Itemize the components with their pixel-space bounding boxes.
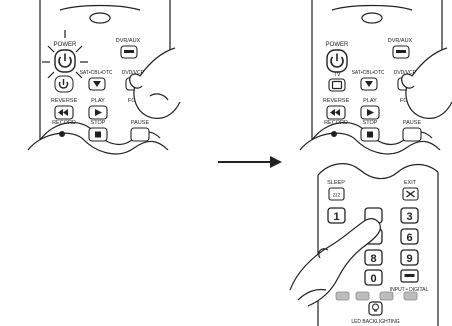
right-satellite-icon: [365, 81, 373, 87]
exit-label: EXIT: [404, 180, 417, 186]
keypad-hand-icon: [289, 218, 381, 307]
transition-arrow: [218, 156, 282, 168]
left-reverse-label: REVERSE: [51, 98, 78, 104]
led-backlighting-label: LED BACKLIGHTING: [351, 319, 399, 325]
right-reverse-label: REVERSE: [323, 98, 350, 104]
digit-3-label: 3: [406, 211, 412, 223]
right-tv-button[interactable]: [328, 78, 346, 92]
left-play-label: PLAY: [91, 98, 105, 104]
right-play-label: PLAY: [363, 98, 377, 104]
ir-emitter-icon: [89, 12, 111, 24]
lightbulb-icon: [372, 303, 379, 312]
left-pause-label: PAUSE: [131, 120, 150, 126]
left-remote: [27, 0, 171, 155]
arrow-right-icon: [270, 156, 282, 168]
digit-6-button[interactable]: [400, 228, 419, 245]
right-dvr-aux-icon: [396, 50, 406, 53]
left-hand-icon: [129, 47, 181, 119]
digit-3-button[interactable]: [400, 207, 419, 224]
sleep-button[interactable]: [328, 187, 345, 201]
right-dvd-label: DVD/VCR: [394, 70, 417, 76]
right-record-icon: [331, 131, 337, 137]
left-dvr-aux-icon: [124, 50, 134, 53]
left-dvr-aux-label: DVR/AUX: [116, 38, 141, 44]
right-power-icon: [330, 53, 344, 68]
digit-8-button[interactable]: [364, 249, 383, 266]
right-tv-icon: [331, 80, 343, 90]
right-hand-icon: [401, 47, 452, 119]
color-key-4[interactable]: [403, 291, 418, 301]
digit-1-button[interactable]: [327, 207, 346, 224]
left-tv-button[interactable]: [54, 75, 74, 93]
digit-9-label: 9: [406, 253, 412, 265]
left-record-label: RECORD: [52, 120, 76, 126]
sleep-zzz-icon: zzz: [333, 193, 341, 199]
left-record-icon: [59, 131, 65, 137]
right-ir-emitter-icon: [361, 12, 383, 24]
left-power-group: POWER: [42, 30, 88, 93]
left-satellite-icon: [93, 81, 101, 87]
right-dvr-aux-label: DVR/AUX: [388, 38, 413, 44]
right-stop-icon: [367, 131, 373, 138]
left-power-icon: [58, 53, 72, 68]
left-forward-label: FO: [128, 98, 136, 104]
right-forward-label: FO: [400, 98, 408, 104]
digit-0-button[interactable]: [364, 269, 383, 286]
led-backlighting-button[interactable]: [368, 301, 383, 316]
digit-0-label: 0: [370, 273, 376, 285]
color-key-2[interactable]: [355, 291, 370, 301]
left-stop-icon: [95, 131, 101, 138]
digit-9-button[interactable]: [400, 249, 419, 266]
left-rewind-icon: [58, 109, 68, 116]
right-record-label: RECORD: [324, 120, 348, 126]
right-play-icon: [367, 109, 374, 116]
exit-x-icon: [406, 190, 415, 198]
digit-6-label: 6: [406, 232, 412, 244]
left-play-icon: [95, 109, 102, 116]
left-dvd-label: DVD/VCR: [122, 70, 145, 76]
left-stop-label: STOP: [91, 120, 106, 126]
color-key-3[interactable]: [379, 291, 394, 301]
digit-1-label: 1: [333, 211, 339, 223]
input-digital-icon: [404, 274, 415, 277]
color-key-1[interactable]: [335, 291, 350, 301]
left-power-glow-icon: [42, 30, 88, 79]
right-power-label: POWER: [326, 42, 349, 48]
right-pause-label: PAUSE: [403, 120, 422, 126]
right-sat-label: SAT•CBL•DTC: [352, 70, 385, 76]
right-tv-label: TV: [333, 72, 340, 78]
right-pause-button[interactable]: [402, 127, 422, 142]
right-stop-label: STOP: [363, 120, 378, 126]
sleep-label: SLEEP: [327, 180, 345, 186]
input-digital-label: INPUT • DIGITAL: [390, 287, 429, 293]
right-rewind-icon: [330, 109, 340, 116]
left-power-label: POWER: [54, 42, 77, 48]
digit-8-label: 8: [370, 253, 376, 265]
left-sat-label: SAT•CBL•DTC: [80, 70, 113, 76]
left-tv-icon: [58, 79, 69, 89]
left-pause-button[interactable]: [130, 127, 150, 142]
right-remote: [299, 0, 443, 155]
